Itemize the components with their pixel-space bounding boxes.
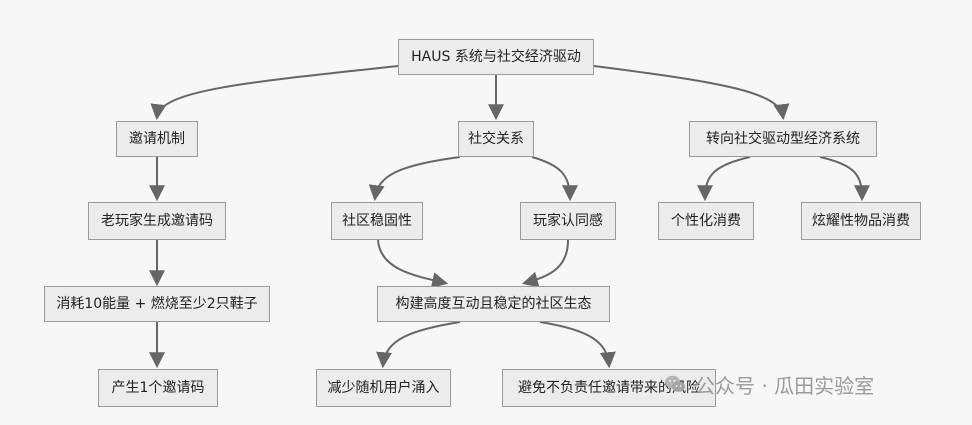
edge-root-economy bbox=[593, 65, 790, 121]
edge-stability-ecology bbox=[377, 239, 449, 288]
node-player-identity: 玩家认同感 bbox=[520, 202, 616, 240]
node-avoid-risk: 避免不负责任邀请带来的风险 bbox=[502, 369, 716, 407]
node-invite-mechanism: 邀请机制 bbox=[116, 121, 198, 157]
node-old-player-code: 老玩家生成邀请码 bbox=[88, 202, 226, 240]
edge-ecology-reduce bbox=[376, 321, 461, 369]
edge-economy-flaunt bbox=[819, 156, 870, 202]
node-community-stability: 社区稳固性 bbox=[331, 202, 423, 240]
node-consume-energy: 消耗10能量 + 燃烧至少2只鞋子 bbox=[44, 286, 270, 322]
edge-economy-personal bbox=[697, 156, 751, 202]
node-economy-shift: 转向社交驱动型经济系统 bbox=[689, 121, 877, 157]
node-produce-code: 产生1个邀请码 bbox=[98, 369, 218, 407]
node-social-relations: 社交关系 bbox=[458, 121, 534, 157]
node-reduce-random: 减少随机用户涌入 bbox=[316, 369, 451, 407]
edge-identity-ecology bbox=[521, 239, 569, 288]
edge-social-stability bbox=[368, 156, 461, 202]
edge-ecology-avoid bbox=[539, 321, 616, 369]
edge-root-invite bbox=[150, 65, 399, 121]
node-root: HAUS 系统与社交经济驱动 bbox=[398, 39, 594, 75]
node-build-ecology: 构建高度互动且稳定的社区生态 bbox=[377, 286, 610, 322]
node-personal-consume: 个性化消费 bbox=[658, 202, 754, 240]
node-flaunt-consume: 炫耀性物品消费 bbox=[801, 202, 921, 240]
edge-social-identity bbox=[531, 156, 578, 202]
